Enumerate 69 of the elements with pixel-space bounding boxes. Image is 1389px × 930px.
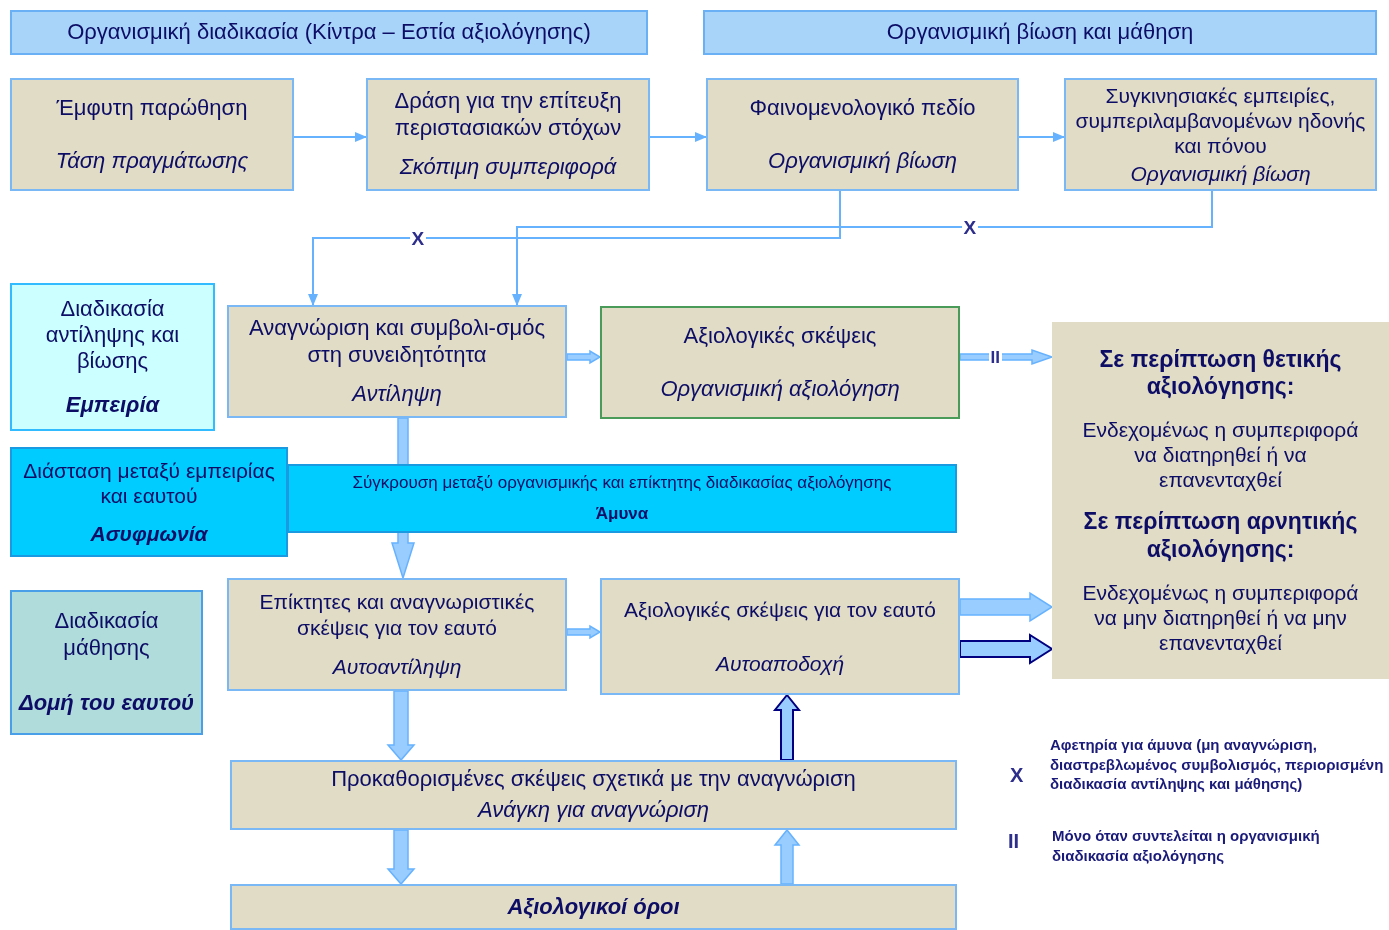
box-subtitle: Ασυφμωνία bbox=[90, 521, 208, 547]
box-subtitle: Οργανισμική βίωση bbox=[1130, 160, 1311, 186]
box-subtitle: Οργανισμική αξιολόγηση bbox=[660, 375, 900, 402]
legend-symbol: X bbox=[1010, 763, 1024, 788]
arrow bbox=[512, 190, 1213, 306]
process-box bbox=[230, 760, 957, 830]
case-heading: Σε περίπτωση αρνητικής αξιολόγησης: bbox=[1082, 508, 1359, 564]
block-arrow bbox=[566, 624, 602, 640]
conflict-band bbox=[287, 464, 957, 533]
block-arrow bbox=[959, 348, 1055, 366]
box-heading: Άμυνα bbox=[595, 503, 649, 524]
process-box bbox=[227, 305, 567, 418]
block-arrow bbox=[386, 690, 416, 762]
box-heading: Φαινομενολογικό πεδίο bbox=[749, 95, 976, 122]
box-heading: Διάσταση μεταξύ εμπειρίας και εαυτού bbox=[22, 457, 276, 508]
block-arrow bbox=[959, 633, 1054, 665]
case-heading: Σε περίπτωση θετικής αξιολόγησης: bbox=[1098, 345, 1343, 402]
box-heading: Συγκινησιακές εμπειρίες, συμπεριλαμβανομένων ηδονής και πόνου bbox=[1074, 83, 1367, 159]
box-heading: Οργανισμική βίωση και μάθηση bbox=[886, 19, 1194, 46]
block-arrow bbox=[772, 693, 802, 761]
box-heading: Αξιολογικές σκέψεις για τον εαυτό bbox=[623, 596, 937, 622]
legend-text: Μόνο όταν συντελείται η οργανισμική διαδικασία αξιολόγησης bbox=[1052, 826, 1321, 865]
process-box bbox=[10, 78, 294, 191]
category-box bbox=[10, 590, 203, 735]
case-text: Ενδεχομένως η συμπεριφορά να μην διατηρηθεί ή να μην επανενταχθεί bbox=[1081, 579, 1360, 656]
box-subtitle: Τάση πραγμάτωσης bbox=[55, 147, 249, 174]
box-heading: Αναγνώριση και συμβολι-σμός στη συνειδητότητα bbox=[248, 315, 546, 369]
category-box bbox=[10, 447, 288, 557]
box-subtitle: Οργανισμική βίωση bbox=[768, 147, 957, 174]
category-box bbox=[10, 283, 215, 431]
header-band bbox=[703, 10, 1377, 55]
process-box bbox=[600, 306, 960, 419]
box-subtitle: Αξιολογικοί όροι bbox=[507, 893, 680, 921]
box-subtitle: Ανάγκη για αναγνώριση bbox=[478, 797, 709, 824]
case-text: Ενδεχομένως η συμπεριφορά να διατηρηθεί ή να επανενταχθεί bbox=[1081, 416, 1360, 493]
block-arrow bbox=[959, 591, 1054, 623]
box-subtitle: Αυτοαποδοχή bbox=[715, 651, 845, 677]
box-heading: Δράση για την επίτευξη περιστασιακών στόχων bbox=[393, 88, 623, 142]
box-heading: Οργανισμική διαδικασία (Κίντρα – Εστία αξιολόγησης) bbox=[67, 19, 591, 46]
box-subtitle: Εμπειρία bbox=[65, 392, 160, 419]
process-box bbox=[1064, 78, 1377, 191]
process-box bbox=[600, 578, 960, 695]
box-heading: Διαδικασία αντίληψης και βίωσης bbox=[44, 295, 181, 375]
box-heading: Επίκτητες και αναγνωριστικές σκέψεις για τον εαυτό bbox=[258, 589, 536, 640]
box-heading: Έμφυτη παρώθηση bbox=[56, 95, 248, 122]
box-subtitle: Δομή του εαυτού bbox=[18, 690, 195, 717]
outcome-box bbox=[1052, 322, 1389, 679]
process-box bbox=[366, 78, 650, 191]
edge-label: II bbox=[988, 348, 1002, 366]
box-subtitle: Αυτοαντίληψη bbox=[332, 654, 462, 680]
box-heading: Αξιολογικές σκέψεις bbox=[683, 323, 877, 350]
block-arrow bbox=[773, 828, 801, 885]
arrow bbox=[1018, 132, 1065, 142]
header-band bbox=[10, 10, 648, 55]
arrow bbox=[649, 132, 707, 142]
process-box bbox=[227, 578, 567, 691]
block-arrow bbox=[386, 829, 416, 886]
legend-symbol: II bbox=[1008, 829, 1020, 854]
box-subtitle: Αντίληψη bbox=[352, 381, 442, 408]
arrow bbox=[308, 190, 841, 306]
process-box bbox=[230, 884, 957, 930]
box-heading: Προκαθορισμένες σκέψεις σχετικά με την αναγνώριση bbox=[331, 766, 856, 793]
box-heading: Διαδικασία μάθησης bbox=[53, 608, 160, 662]
arrow bbox=[293, 132, 367, 142]
box-subtitle: Σκόπιμη συμπεριφορά bbox=[399, 154, 617, 181]
legend-text: Αφετηρία για άμυνα (μη αναγνώριση, διαστρεβλωμένος συμβολισμός, περιορισμένη διαδικασία αντίληψης και μάθησης) bbox=[1050, 735, 1385, 794]
process-box bbox=[706, 78, 1019, 191]
block-arrow bbox=[566, 349, 602, 365]
box-heading: Σύγκρουση μεταξύ οργανισμικής και επίκτητης διαδικασίας αξιολόγησης bbox=[352, 473, 892, 494]
